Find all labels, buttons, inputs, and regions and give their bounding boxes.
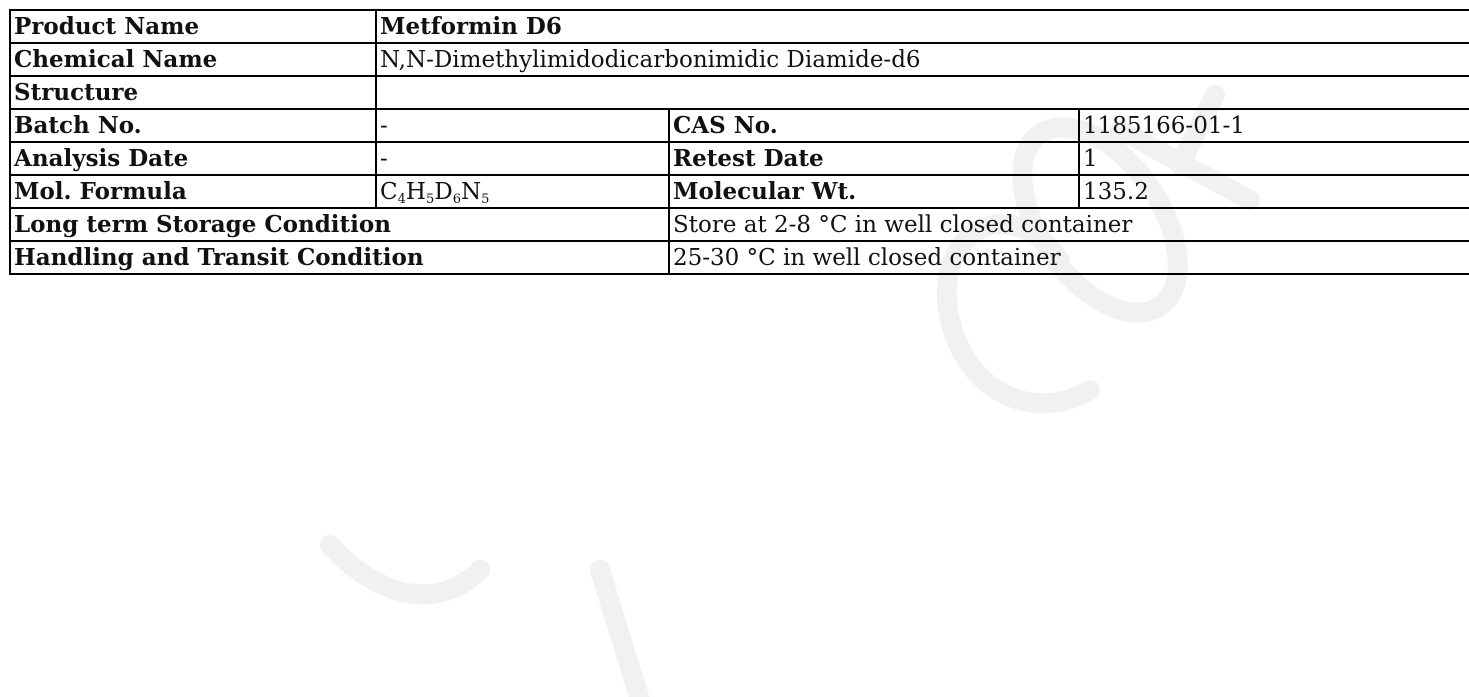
cas-no-label: CAS No.	[668, 108, 1080, 143]
cas-no-value: 1185166-01-1	[1077, 108, 1469, 143]
row-analysis-date: Analysis Date - Retest Date 1	[9, 141, 1469, 176]
product-name-value: Metformin D6	[374, 9, 1469, 44]
row-product-name: Product Name Metformin D6	[9, 9, 1469, 44]
row-batch: Batch No. - CAS No. 1185166-01-1	[9, 108, 1469, 143]
transit-label: Handling and Transit Condition	[9, 240, 670, 275]
batch-no-value: -	[375, 108, 670, 143]
storage-label: Long term Storage Condition	[9, 207, 670, 242]
row-transit: Handling and Transit Condition 25-30 °C …	[9, 240, 1469, 275]
batch-no-label: Batch No.	[9, 108, 377, 143]
row-chemical-name: Chemical Name N,N-Dimethylimidodicarboni…	[9, 42, 1469, 77]
storage-value: Store at 2-8 °C in well closed container	[667, 207, 1469, 242]
analysis-date-value: -	[375, 141, 670, 176]
structure-label: Structure	[9, 75, 377, 110]
mol-formula-value: C4H5D6N5	[375, 174, 670, 209]
mol-formula-label: Mol. Formula	[9, 174, 377, 209]
transit-value: 25-30 °C in well closed container	[667, 240, 1469, 275]
molecular-wt-label: Molecular Wt.	[668, 174, 1080, 209]
chemical-name-value: N,N-Dimethylimidodicarbonimidic Diamide-…	[374, 42, 1469, 77]
retest-date-value: 1	[1077, 141, 1469, 176]
structure-cell: NH2 N N N N D D D D D D	[374, 75, 1469, 110]
chemical-name-label: Chemical Name	[9, 42, 377, 77]
row-formula: Mol. Formula C4H5D6N5 Molecular Wt. 135.…	[9, 174, 1469, 209]
product-name-label: Product Name	[9, 9, 377, 44]
row-storage: Long term Storage Condition Store at 2-8…	[9, 207, 1469, 242]
retest-date-label: Retest Date	[668, 141, 1080, 176]
row-structure: Structure	[9, 75, 1469, 110]
molecular-wt-value: 135.2	[1077, 174, 1469, 209]
analysis-date-label: Analysis Date	[9, 141, 377, 176]
coa-table: Product Name Metformin D6 Chemical Name …	[9, 9, 1469, 275]
